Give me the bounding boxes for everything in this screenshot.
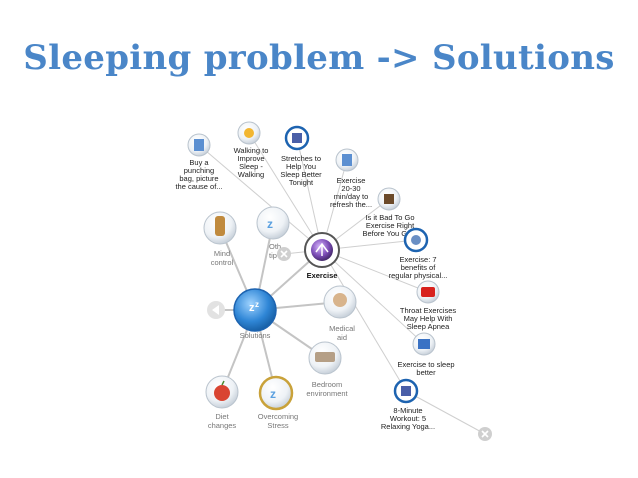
category-other-tips[interactable]: z Oth tip xyxy=(256,206,290,260)
svg-text:environment: environment xyxy=(306,389,348,398)
svg-text:benefits of: benefits of xyxy=(401,263,437,272)
svg-text:changes: changes xyxy=(208,421,237,430)
close-icon xyxy=(280,250,288,258)
resource-exercise-better[interactable]: Exercise to sleep better xyxy=(397,332,455,377)
sleep-zz-icon: z xyxy=(249,302,255,314)
bedroom-icon xyxy=(315,352,335,362)
category-mind-control[interactable]: Mind control xyxy=(203,211,237,267)
resource-throat-exercises[interactable]: Throat Exercises May Help With Sleep Apn… xyxy=(400,280,457,331)
node-label-exercise: Exercise xyxy=(307,271,338,280)
svg-text:May Help With: May Help With xyxy=(404,314,453,323)
youtube-icon xyxy=(421,287,435,297)
svg-text:Workout: 5: Workout: 5 xyxy=(390,414,426,423)
page-title: Sleeping problem -> Solutions xyxy=(23,38,615,78)
resource-bad-to-go[interactable]: Is it Bad To Go Exercise Right Before Yo… xyxy=(362,187,418,238)
collapse-button[interactable] xyxy=(207,301,225,319)
photo-icon xyxy=(401,386,411,396)
resource-8-minute-workout[interactable]: 8-Minute Workout: 5 Relaxing Yoga... xyxy=(381,378,435,431)
apple-icon xyxy=(214,385,230,401)
bottle-icon xyxy=(215,216,225,236)
svg-text:Sleep Apnea: Sleep Apnea xyxy=(407,322,450,331)
svg-text:Bedroom: Bedroom xyxy=(312,380,342,389)
yoga-icon xyxy=(411,235,421,245)
resource-buy-punching-bag[interactable]: Buy a punching bag, picture the cause of… xyxy=(175,133,223,191)
svg-text:regular physical...: regular physical... xyxy=(389,271,448,280)
svg-text:Exercise Right: Exercise Right xyxy=(366,221,415,230)
svg-text:Before You Go...: Before You Go... xyxy=(362,229,417,238)
sleep-zz-icon: z xyxy=(270,387,276,401)
svg-text:Exercise to sleep: Exercise to sleep xyxy=(397,360,454,369)
svg-text:the cause of...: the cause of... xyxy=(175,182,222,191)
hub-solutions[interactable]: z z Solutions xyxy=(233,288,277,340)
links-exercise xyxy=(198,132,486,435)
svg-text:aid: aid xyxy=(337,333,347,342)
resource-stretches[interactable]: Stretches to Help You Sleep Better Tonig… xyxy=(280,125,322,187)
resource-exercise-20-30[interactable]: Exercise 20-30 min/day to refresh the... xyxy=(330,148,372,209)
web-icon xyxy=(418,339,430,349)
left-arrow-icon xyxy=(212,305,219,315)
svg-text:Diet: Diet xyxy=(215,412,229,421)
doctor-icon xyxy=(333,293,347,307)
svg-text:Walking: Walking xyxy=(238,170,264,179)
close-button-bottom[interactable] xyxy=(478,427,492,441)
svg-text:Exercise: 7: Exercise: 7 xyxy=(399,255,436,264)
svg-text:Oth: Oth xyxy=(269,242,281,251)
svg-text:punching: punching xyxy=(184,166,214,175)
svg-text:Mind: Mind xyxy=(214,249,230,258)
svg-text:Overcoming: Overcoming xyxy=(258,412,298,421)
svg-text:refresh the...: refresh the... xyxy=(330,200,372,209)
category-bedroom-environment[interactable]: Bedroom environment xyxy=(306,341,349,398)
svg-text:Sleep -: Sleep - xyxy=(239,162,263,171)
resource-walking[interactable]: Walking to Improve Sleep - Walking xyxy=(234,121,269,179)
svg-text:Exercise: Exercise xyxy=(337,176,366,185)
category-diet-changes[interactable]: Diet changes xyxy=(205,375,239,430)
svg-text:Tonight: Tonight xyxy=(289,178,314,187)
category-medical-aid[interactable]: Medical aid xyxy=(323,285,357,342)
svg-text:Stretches to: Stretches to xyxy=(281,154,321,163)
hub-label-solutions: Solutions xyxy=(240,331,271,340)
document-icon xyxy=(194,139,204,151)
resource-exercise-7-benefits[interactable]: Exercise: 7 benefits of regular physical… xyxy=(389,227,448,280)
svg-text:bag, picture: bag, picture xyxy=(179,174,218,183)
svg-text:Stress: Stress xyxy=(267,421,289,430)
svg-text:z: z xyxy=(255,300,259,309)
svg-text:min/day to: min/day to xyxy=(334,192,369,201)
document-icon xyxy=(342,154,352,166)
svg-text:20-30: 20-30 xyxy=(341,184,360,193)
svg-text:Throat Exercises: Throat Exercises xyxy=(400,306,457,315)
svg-text:Medical: Medical xyxy=(329,324,355,333)
svg-text:Help You: Help You xyxy=(286,162,316,171)
category-overcoming-stress[interactable]: z Overcoming Stress xyxy=(258,375,298,430)
node-exercise[interactable]: Exercise xyxy=(304,232,340,280)
svg-text:Buy a: Buy a xyxy=(189,158,209,167)
svg-text:Relaxing Yoga...: Relaxing Yoga... xyxy=(381,422,435,431)
sleep-zz-icon: z xyxy=(267,217,273,231)
svg-text:control: control xyxy=(211,258,234,267)
photo-icon xyxy=(384,194,394,204)
svg-text:Is it Bad To Go: Is it Bad To Go xyxy=(365,213,414,222)
svg-text:8-Minute: 8-Minute xyxy=(393,406,422,415)
sun-icon xyxy=(244,128,254,138)
photo-icon xyxy=(292,133,302,143)
svg-text:Improve: Improve xyxy=(237,154,264,163)
svg-text:Walking to: Walking to xyxy=(234,146,269,155)
close-icon xyxy=(481,430,489,438)
svg-text:Sleep Better: Sleep Better xyxy=(280,170,322,179)
svg-text:better: better xyxy=(416,368,436,377)
close-button-left[interactable] xyxy=(277,247,291,261)
svg-text:tip: tip xyxy=(269,251,277,260)
